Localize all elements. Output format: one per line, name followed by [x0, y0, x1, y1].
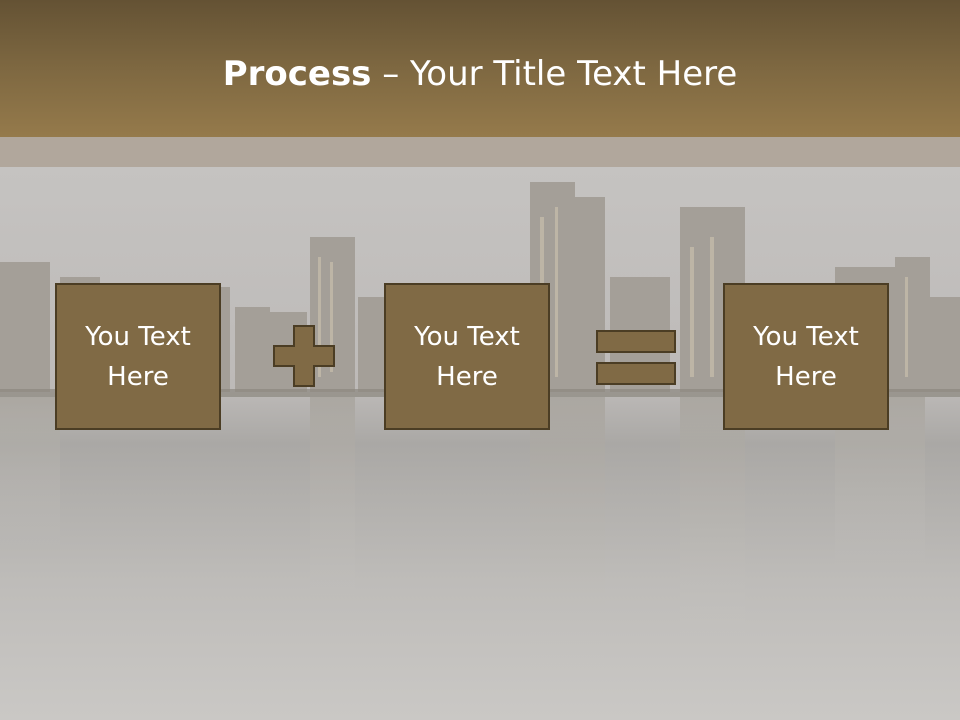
- city-skyline-image: [0, 167, 960, 720]
- process-box-1-text: You Text Here: [85, 321, 191, 392]
- title-bold: Process: [222, 54, 372, 94]
- title-rest: – Your Title Text Here: [371, 54, 738, 94]
- equals-icon: [596, 330, 676, 385]
- process-box-3[interactable]: You Text Here: [723, 283, 889, 430]
- header-band: [0, 137, 960, 167]
- process-box-2[interactable]: You Text Here: [384, 283, 550, 430]
- process-box-3-text: You Text Here: [753, 321, 859, 392]
- process-box-1[interactable]: You Text Here: [55, 283, 221, 430]
- plus-icon: [273, 325, 335, 387]
- process-box-2-text: You Text Here: [414, 321, 520, 392]
- slide-title[interactable]: Process – Your Title Text Here: [0, 52, 960, 96]
- title-bar: [0, 0, 960, 137]
